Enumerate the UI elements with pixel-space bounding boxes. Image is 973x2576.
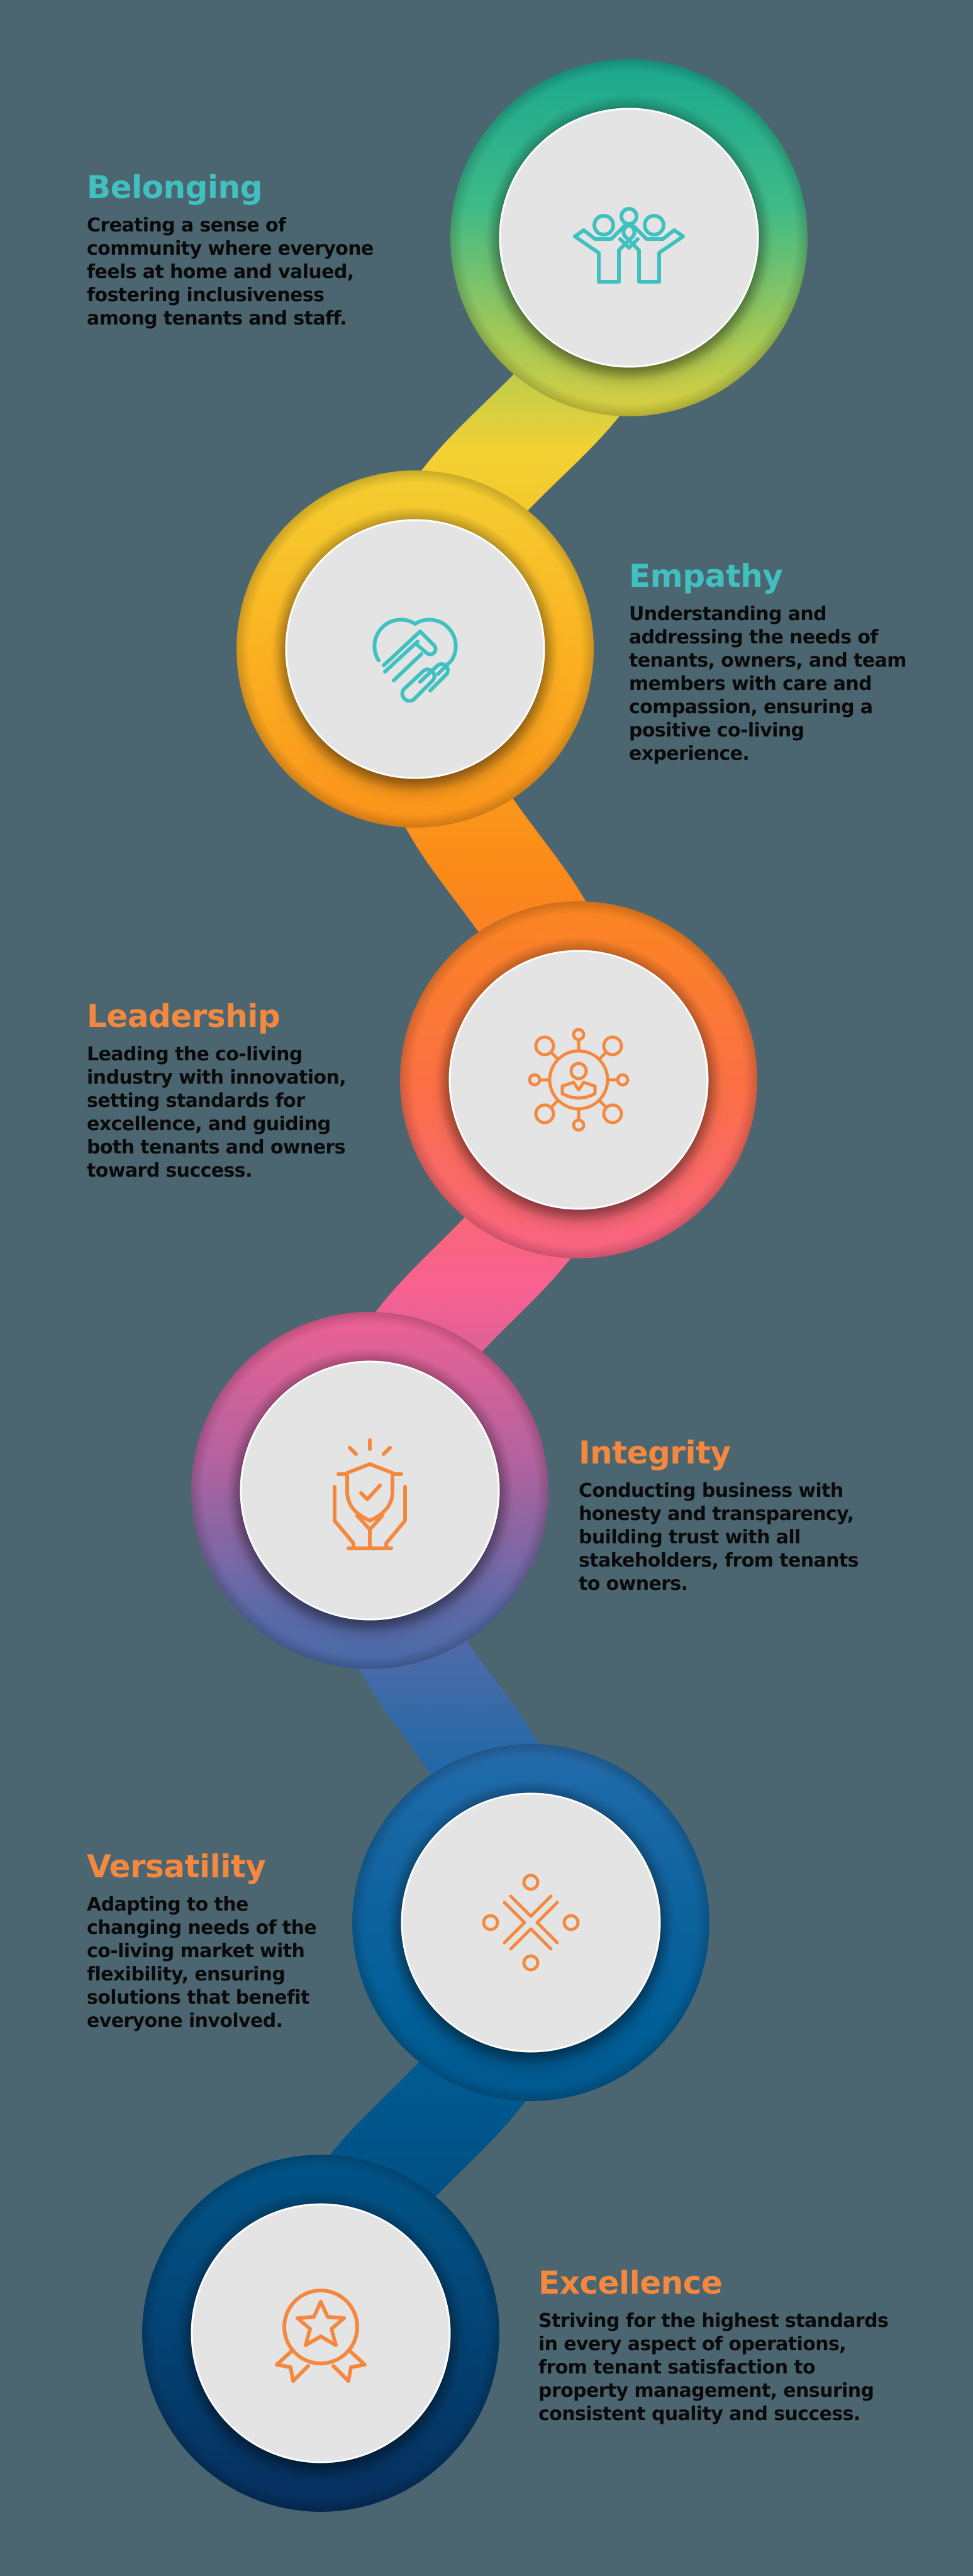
description-line: in every aspect of operations, <box>538 2333 847 2355</box>
description-line: Understanding and <box>629 603 827 625</box>
description-line: industry with innovation, <box>87 1067 347 1089</box>
description-line: Leading the co-living <box>87 1043 303 1065</box>
award-medal-icon <box>252 2264 390 2402</box>
description-line: among tenants and staff. <box>87 308 347 330</box>
description-line: toward success. <box>87 1160 252 1182</box>
value-title: Versatility <box>87 1848 266 1885</box>
value-versatility: Versatility Adapting to the changing nee… <box>87 1848 439 2033</box>
value-leadership: Leadership Leading the co-living industr… <box>87 997 439 1182</box>
description-line: compassion, ensuring a <box>629 696 873 718</box>
value-excellence: Excellence Striving for the highest stan… <box>538 2264 941 2426</box>
description-line: setting standards for <box>87 1090 305 1112</box>
group-people-icon <box>560 169 698 307</box>
description-line: excellence, and guiding <box>87 1113 331 1135</box>
description-line: tenants, owners, and team <box>629 650 907 672</box>
value-description: Understanding and addressing the needs o… <box>629 602 973 765</box>
value-description: Conducting business with honesty and tra… <box>579 1479 931 1596</box>
description-line: both tenants and owners <box>87 1136 346 1158</box>
description-line: from tenant satisfaction to <box>538 2357 816 2379</box>
value-description: Leading the co-living industry with inno… <box>87 1043 439 1182</box>
description-line: Adapting to the <box>87 1894 248 1916</box>
description-line: property management, ensuring <box>538 2380 874 2402</box>
description-line: consistent quality and success. <box>538 2403 860 2425</box>
value-description: Creating a sense of community where ever… <box>87 214 439 330</box>
description-line: everyone involved. <box>87 2010 283 2032</box>
description-line: community where everyone <box>87 238 374 260</box>
value-title: Belonging <box>87 169 262 206</box>
description-line: Conducting business with <box>579 1480 843 1502</box>
description-line: stakeholders, from tenants <box>579 1550 859 1572</box>
value-title: Leadership <box>87 998 281 1035</box>
people-circle-adapt-icon <box>462 1853 600 1992</box>
description-line: Creating a sense of <box>87 214 286 236</box>
value-disc-integrity <box>240 1360 500 1621</box>
value-title: Empathy <box>629 558 783 594</box>
description-line: flexibility, ensuring <box>87 1963 286 1985</box>
network-leader-icon <box>509 1011 648 1149</box>
handshake-heart-icon <box>346 580 484 718</box>
value-disc-excellence <box>191 2203 451 2463</box>
shield-hands-icon <box>301 1421 439 1560</box>
description-line: solutions that benefit <box>87 1987 309 2009</box>
value-description: Striving for the highest standards in ev… <box>538 2309 941 2426</box>
description-line: fostering inclusiveness <box>87 284 325 306</box>
description-line: to owners. <box>579 1573 688 1595</box>
description-line: honesty and transparency, <box>579 1503 854 1525</box>
description-line: members with care and <box>629 673 872 695</box>
value-disc-empathy <box>285 519 545 779</box>
description-line: positive co-living <box>629 719 804 741</box>
description-line: changing needs of the <box>87 1917 317 1939</box>
description-line: experience. <box>629 743 750 765</box>
value-description: Adapting to the changing needs of the co… <box>87 1893 439 2033</box>
value-disc-versatility <box>401 1792 661 2053</box>
value-title: Integrity <box>579 1435 731 1471</box>
description-line: addressing the needs of <box>629 626 878 648</box>
value-integrity: Integrity Conducting business with hones… <box>579 1434 931 1596</box>
value-belonging: Belonging Creating a sense of community … <box>87 169 439 330</box>
description-line: co-living market with <box>87 1940 305 1962</box>
description-line: building trust with all <box>579 1526 801 1548</box>
description-line: Striving for the highest standards <box>538 2310 889 2332</box>
value-empathy: Empathy Understanding and addressing the… <box>629 557 973 765</box>
description-line: feels at home and valued, <box>87 261 354 283</box>
value-title: Excellence <box>538 2265 723 2301</box>
